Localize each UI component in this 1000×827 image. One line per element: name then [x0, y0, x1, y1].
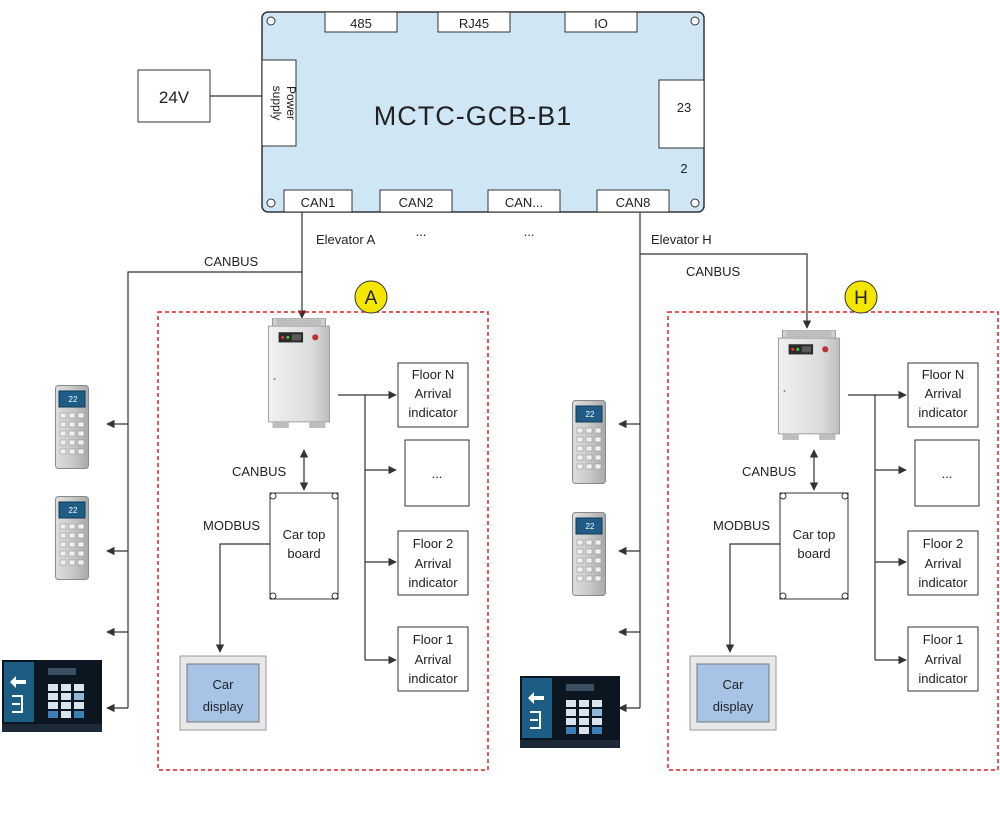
port-can1: CAN1 — [283, 189, 353, 213]
svg-text:CAN1: CAN1 — [301, 195, 336, 210]
elevator-h-group: Elevator H CANBUS 22 22 H Floor N Arriva… — [520, 212, 999, 771]
floor-2-indicator-a: Floor 2 Arrival indicator — [397, 530, 469, 596]
port-can8: CAN8 — [596, 189, 670, 213]
svg-text:...: ... — [432, 466, 443, 481]
car-display-h: Car display — [689, 655, 777, 731]
svg-text:Floor 1: Floor 1 — [923, 632, 963, 647]
svg-text:Arrival: Arrival — [925, 386, 962, 401]
svg-text:23: 23 — [677, 100, 691, 115]
svg-text:Floor N: Floor N — [412, 367, 455, 382]
car-top-board-h: Car top board — [779, 492, 849, 600]
elevator-a-canbus-label: CANBUS — [232, 464, 287, 479]
port-485: 485 — [324, 11, 398, 33]
floor-1-indicator-h: Floor 1 Arrival indicator — [907, 626, 979, 692]
port-23: 23 — [658, 79, 705, 149]
svg-text:24V: 24V — [159, 88, 190, 107]
elevator-a-modbus-label: MODBUS — [203, 518, 260, 533]
floor-n-indicator-h: Floor N Arrival indicator — [907, 362, 979, 428]
elevator-h-zone — [667, 311, 999, 771]
floor-2-indicator-h: Floor 2 Arrival indicator — [907, 530, 979, 596]
elevator-h-canbus-label: CANBUS — [742, 464, 797, 479]
floor-more-indicator-a: ... — [404, 439, 470, 507]
svg-text:CAN8: CAN8 — [616, 195, 651, 210]
port-io: IO — [564, 11, 638, 33]
elevator-a-group: Elevator A CANBUS 22 22 A Floor N — [2, 212, 489, 771]
svg-text:Car top: Car top — [793, 527, 836, 542]
svg-text:indicator: indicator — [408, 405, 458, 420]
port-rj45: RJ45 — [437, 11, 511, 33]
car-display-a: Car display — [179, 655, 267, 731]
elevator-h-modbus-label: MODBUS — [713, 518, 770, 533]
svg-text:485: 485 — [350, 16, 372, 31]
power-supply-port: Power supply — [261, 59, 298, 147]
power-source-24v: 24V — [137, 69, 211, 123]
elevator-a-zone — [157, 311, 489, 771]
svg-text:board: board — [287, 546, 320, 561]
ellipsis-can2: ... — [416, 224, 427, 239]
floor-more-indicator-h: ... — [914, 439, 980, 507]
svg-text:Arrival: Arrival — [925, 652, 962, 667]
svg-text:Floor 2: Floor 2 — [413, 536, 453, 551]
svg-text:Arrival: Arrival — [415, 386, 452, 401]
svg-text:indicator: indicator — [918, 575, 968, 590]
svg-text:H: H — [854, 288, 868, 309]
svg-text:board: board — [797, 546, 830, 561]
main-board: 485 RJ45 IO Power supply MCTC-GCB-B1 23 … — [261, 11, 705, 213]
touch-panel-a — [2, 660, 102, 732]
keypad-a2-screen: 22 — [69, 506, 78, 515]
svg-text:Floor N: Floor N — [922, 367, 965, 382]
svg-text:display: display — [203, 699, 244, 714]
svg-text:indicator: indicator — [918, 671, 968, 686]
elevator-controller-a — [267, 318, 331, 429]
car-top-board-a: Car top board — [269, 492, 339, 600]
elevator-h-link-label: Elevator H — [651, 232, 712, 247]
svg-text:indicator: indicator — [408, 575, 458, 590]
svg-text:display: display — [713, 699, 754, 714]
svg-text:...: ... — [942, 466, 953, 481]
svg-text:Arrival: Arrival — [925, 556, 962, 571]
elevator-h-badge: H — [844, 280, 878, 314]
floor-1-indicator-a: Floor 1 Arrival indicator — [397, 626, 469, 692]
port-label-2: 2 — [680, 161, 687, 176]
touch-panel-h — [520, 676, 620, 748]
svg-text:Arrival: Arrival — [415, 652, 452, 667]
port-can2: CAN2 — [379, 189, 453, 213]
keypad-a1-screen: 22 — [69, 395, 78, 404]
svg-text:Car: Car — [723, 677, 745, 692]
svg-text:indicator: indicator — [408, 671, 458, 686]
svg-text:supply: supply — [270, 86, 284, 121]
elevator-a-bus-label: CANBUS — [204, 254, 259, 269]
ellipsis-can-more: ... — [524, 224, 535, 239]
elevator-controller-h — [777, 330, 841, 441]
svg-text:Power: Power — [284, 86, 298, 120]
floor-n-indicator-a: Floor N Arrival indicator — [397, 362, 469, 428]
keypad-h1-screen: 22 — [586, 410, 595, 419]
board-title: MCTC-GCB-B1 — [374, 101, 573, 131]
svg-text:A: A — [365, 288, 378, 309]
svg-text:Car top: Car top — [283, 527, 326, 542]
keypad-h2-screen: 22 — [586, 522, 595, 531]
svg-text:Floor 2: Floor 2 — [923, 536, 963, 551]
svg-text:CAN2: CAN2 — [399, 195, 434, 210]
svg-text:CAN...: CAN... — [505, 195, 543, 210]
svg-text:Car: Car — [213, 677, 235, 692]
svg-text:IO: IO — [594, 16, 608, 31]
svg-text:indicator: indicator — [918, 405, 968, 420]
elevator-a-link-label: Elevator A — [316, 232, 376, 247]
svg-text:Floor 1: Floor 1 — [413, 632, 453, 647]
svg-text:RJ45: RJ45 — [459, 16, 489, 31]
svg-text:Arrival: Arrival — [415, 556, 452, 571]
elevator-a-badge: A — [354, 280, 388, 314]
elevator-h-bus-label: CANBUS — [686, 264, 741, 279]
port-can-more: CAN... — [487, 189, 561, 213]
